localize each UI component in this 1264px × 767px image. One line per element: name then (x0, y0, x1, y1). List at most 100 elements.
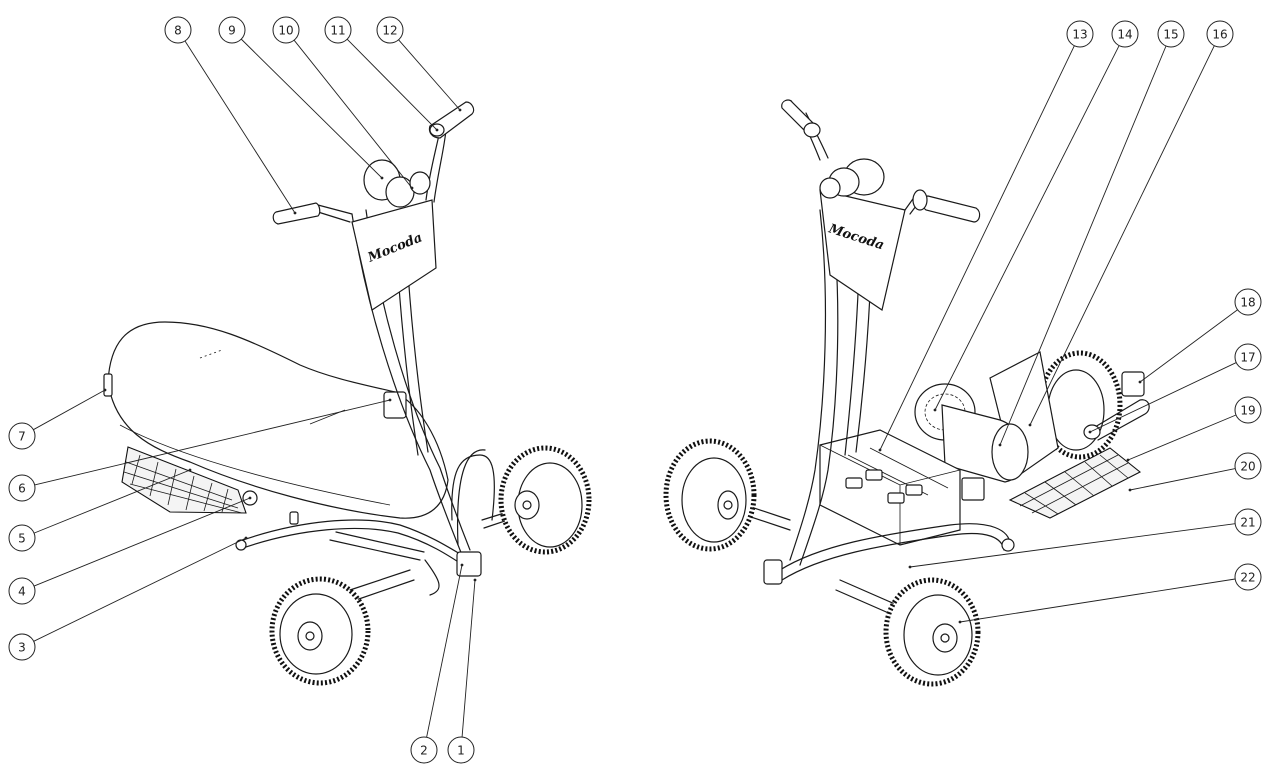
leader-dot-1 (473, 578, 477, 582)
fork-clamp (456, 551, 482, 577)
callout-number-5: 5 (18, 532, 26, 546)
callout-balloon-22 (1234, 563, 1262, 591)
callout-balloon-16 (1206, 20, 1234, 48)
leader-line-13 (879, 45, 1075, 451)
wheel-left-rear (269, 576, 371, 686)
wheel-right-rear (883, 577, 981, 687)
leader-line-4 (33, 497, 251, 587)
callout-number-2: 2 (420, 744, 428, 758)
right-view-side-grip (921, 195, 981, 223)
callout-number-8: 8 (174, 24, 182, 38)
leader-dot-10 (410, 186, 414, 190)
leader-line-20 (1129, 468, 1236, 491)
leader-dot-17 (1088, 430, 1092, 434)
leader-line-11 (346, 38, 438, 131)
leader-dot-9 (380, 176, 384, 180)
leader-line-15 (999, 45, 1167, 446)
callout-balloon-2 (410, 736, 438, 764)
leader-dot-19 (1126, 458, 1130, 462)
footboard (121, 446, 247, 514)
callout-balloon-9 (218, 16, 246, 44)
leader-line-17 (1089, 362, 1237, 433)
leader-line-9 (240, 38, 383, 179)
callout-balloon-13 (1066, 20, 1094, 48)
leader-line-5 (33, 469, 191, 534)
callout-number-3: 3 (18, 641, 26, 655)
leader-dot-22 (958, 620, 962, 624)
callout-balloon-7 (8, 422, 36, 450)
battery-pack (819, 429, 961, 546)
callout-number-20: 20 (1240, 460, 1255, 474)
callout-number-16: 16 (1212, 28, 1227, 42)
callout-balloon-15 (1157, 20, 1185, 48)
leader-dot-4 (248, 496, 252, 500)
leader-line-14 (934, 45, 1120, 411)
leader-dot-2 (460, 563, 464, 567)
leader-dot-7 (103, 388, 107, 392)
leader-line-1 (461, 579, 476, 738)
callout-balloon-1 (447, 736, 475, 764)
callout-number-14: 14 (1117, 28, 1132, 42)
scooter-right-view: Mocoda (663, 99, 1150, 687)
leader-line-3 (33, 537, 247, 642)
callout-balloon-14 (1111, 20, 1139, 48)
callout-number-22: 22 (1240, 571, 1255, 585)
callout-number-19: 19 (1240, 404, 1255, 418)
callout-number-11: 11 (330, 24, 345, 38)
callout-balloon-6 (8, 474, 36, 502)
callout-balloon-5 (8, 524, 36, 552)
callout-balloon-19 (1234, 396, 1262, 424)
leader-dot-20 (1128, 488, 1132, 492)
callout-number-18: 18 (1240, 296, 1255, 310)
leader-dot-12 (458, 108, 462, 112)
callout-balloon-4 (8, 577, 36, 605)
callout-balloon-10 (272, 16, 300, 44)
callout-number-4: 4 (18, 585, 26, 599)
leader-line-22 (959, 578, 1236, 623)
leader-line-10 (293, 39, 413, 189)
callout-balloon-3 (8, 633, 36, 661)
leader-dot-14 (933, 408, 937, 412)
callout-number-9: 9 (228, 24, 236, 38)
seat-mount-bracket (383, 391, 407, 419)
leader-dot-15 (998, 443, 1002, 447)
wheel-left-front (498, 445, 592, 555)
callout-balloon-20 (1234, 452, 1262, 480)
callout-number-17: 17 (1240, 351, 1255, 365)
callout-number-12: 12 (382, 24, 397, 38)
leader-line-6 (34, 399, 391, 486)
callout-number-10: 10 (278, 24, 293, 38)
callout-number-13: 13 (1072, 28, 1087, 42)
main-frame-tube-right (779, 523, 1011, 571)
callout-balloon-17 (1234, 343, 1262, 371)
leader-dot-6 (388, 398, 392, 402)
leader-line-19 (1127, 414, 1237, 461)
leader-dot-18 (1138, 380, 1142, 384)
callout-balloon-12 (376, 16, 404, 44)
controller-box (961, 477, 985, 501)
leader-line-2 (426, 564, 463, 738)
leader-dot-11 (435, 128, 439, 132)
leader-line-16 (1029, 45, 1215, 426)
callout-number-7: 7 (18, 430, 26, 444)
left-grip (272, 202, 321, 225)
scooter-left-view: Mocoda (103, 101, 592, 686)
logo-panel-right (819, 189, 906, 311)
callout-balloon-21 (1234, 508, 1262, 536)
wheel-right-front (663, 438, 757, 552)
leader-dot-13 (878, 448, 882, 452)
leader-dot-16 (1028, 423, 1032, 427)
callout-number-15: 15 (1163, 28, 1178, 42)
seat-body (107, 321, 449, 519)
leader-dot-21 (908, 565, 912, 569)
leader-dot-8 (293, 211, 297, 215)
leader-line-12 (398, 39, 461, 111)
leader-line-21 (909, 523, 1236, 568)
callout-balloon-18 (1234, 288, 1262, 316)
main-frame-tube (239, 519, 471, 561)
footboard-right (1008, 447, 1142, 519)
callout-number-1: 1 (457, 744, 465, 758)
leader-dot-3 (244, 536, 248, 540)
